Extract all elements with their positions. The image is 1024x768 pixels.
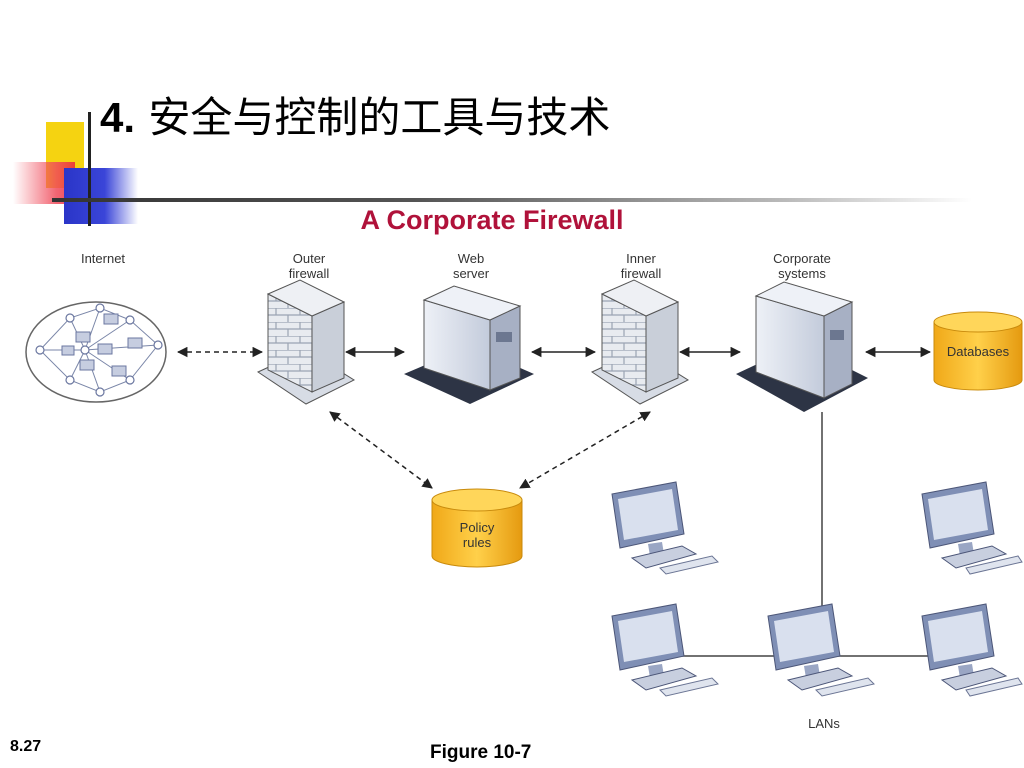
label-policy-2: rules xyxy=(463,535,492,550)
link-inner-policy xyxy=(519,411,651,489)
slide-number: 8.27 xyxy=(10,738,42,755)
title-number: 4. xyxy=(100,94,136,141)
label-lans: LANs xyxy=(808,716,840,731)
label-policy-1: Policy xyxy=(460,520,495,535)
databases-cylinder-icon xyxy=(933,311,1023,391)
internet-cloud-icon xyxy=(25,301,167,403)
lan-computer-4-icon xyxy=(767,603,875,697)
label-corporate-2: systems xyxy=(778,266,826,281)
figure-caption: Figure 10-7 xyxy=(430,742,532,763)
page-title: 4. 安全与控制的工具与技术 xyxy=(100,84,610,145)
label-inner-firewall-2: firewall xyxy=(621,266,662,281)
lan-computer-2-icon xyxy=(921,481,1023,575)
link-outer-policy xyxy=(329,411,433,489)
title-text: 安全与控制的工具与技术 xyxy=(148,93,611,142)
outer-firewall-icon xyxy=(256,279,356,405)
web-server-icon xyxy=(404,285,534,404)
diagram-subtitle: A Corporate Firewall xyxy=(360,205,624,235)
label-inner-firewall-1: Inner xyxy=(626,251,656,266)
decor-vertical-line xyxy=(88,112,91,226)
label-outer-firewall-2: firewall xyxy=(289,266,330,281)
label-databases: Databases xyxy=(947,344,1010,359)
decor-blue-square xyxy=(64,168,138,224)
lan-computer-3-icon xyxy=(611,603,719,697)
title-underline xyxy=(52,198,972,202)
inner-firewall-icon xyxy=(590,279,690,405)
lan-computer-5-icon xyxy=(921,603,1023,697)
policy-rules-cylinder-icon xyxy=(431,488,523,568)
lan-computer-1-icon xyxy=(611,481,719,575)
label-web-server-1: Web xyxy=(458,251,485,266)
label-outer-firewall-1: Outer xyxy=(293,251,326,266)
label-corporate-1: Corporate xyxy=(773,251,831,266)
label-internet: Internet xyxy=(81,251,125,266)
label-web-server-2: server xyxy=(453,266,490,281)
corporate-systems-icon xyxy=(736,281,868,412)
